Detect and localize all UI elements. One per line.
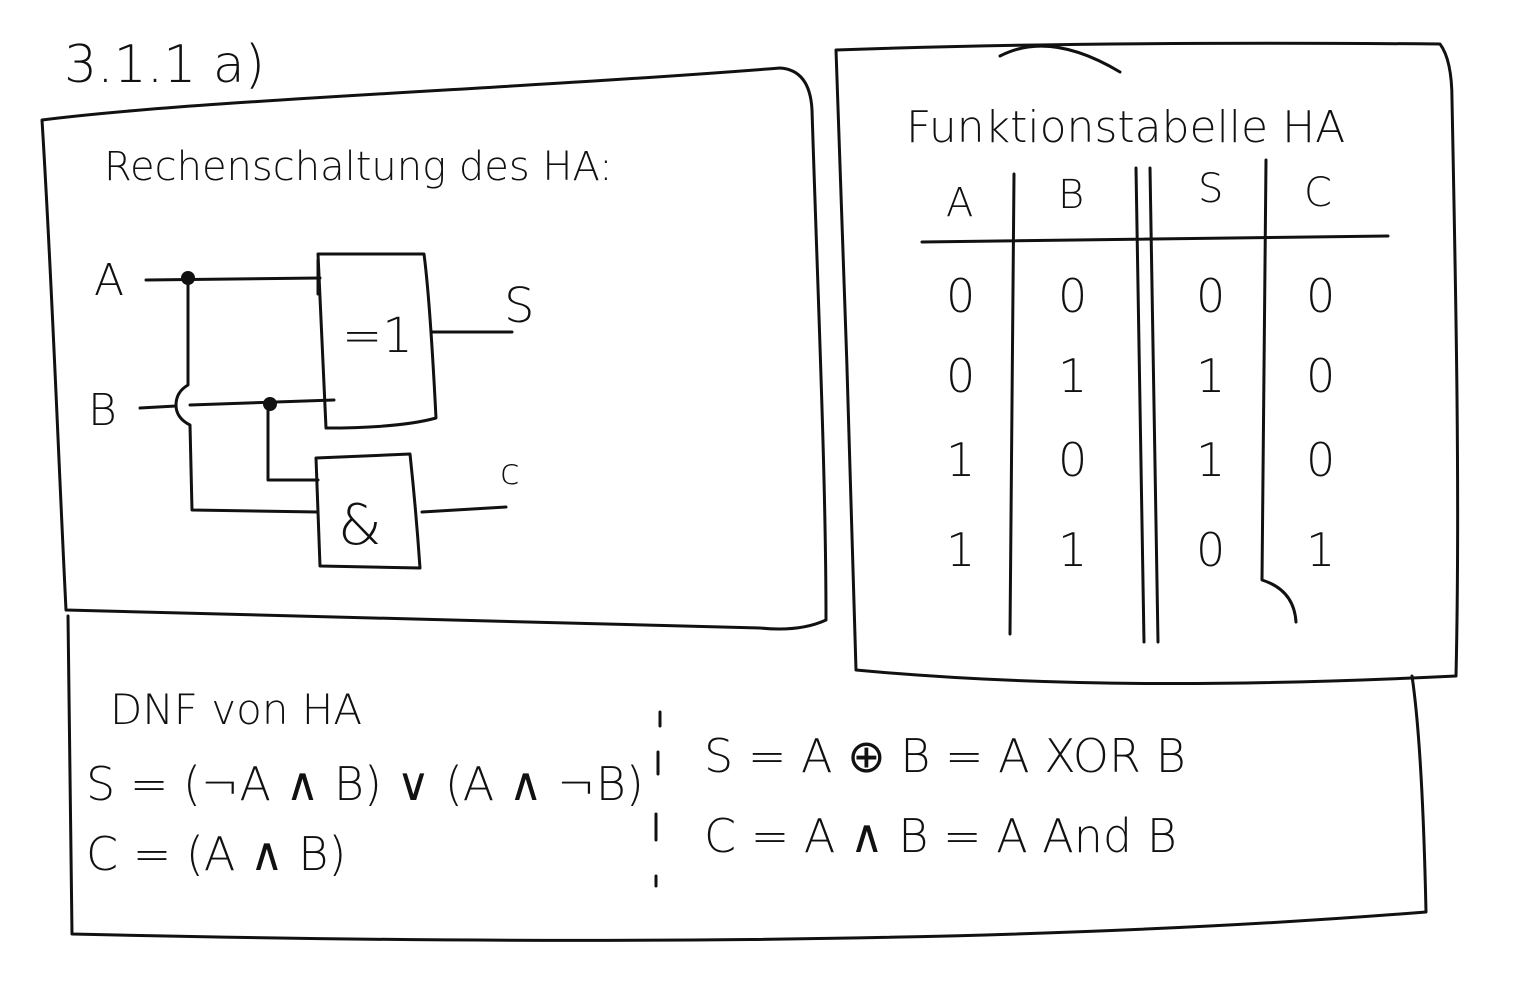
truth-table: A B S C 0 0 0 0 0 1 1 0 1 0 1 0 1 1 0 1 — [920, 158, 1390, 644]
xor-formula: S = A ⊕ B = A XOR B — [704, 729, 1186, 783]
truth-table-cell-s-row-4: 0 — [1196, 523, 1225, 577]
junction-dot-b — [263, 397, 277, 411]
truth-table-cell-s-row-3: 1 — [1196, 433, 1225, 487]
truth-table-header-b: B — [1058, 172, 1084, 218]
truth-table-header-c: C — [1304, 170, 1332, 216]
truth-table-panel-scribble — [998, 44, 1122, 74]
and-gate-symbol: & — [338, 493, 382, 558]
dnf-carry-formula: C = (A ∧ B) — [86, 827, 346, 881]
page-heading: 3.1.1 a) — [64, 35, 265, 95]
truth-table-cell-s-row-1: 0 — [1196, 269, 1225, 323]
dnf-divider — [654, 710, 662, 888]
truth-table-cell-c-row-2: 0 — [1306, 349, 1335, 403]
dnf-panel-border — [66, 614, 1428, 942]
output-label-c: c — [500, 452, 520, 493]
circuit-wires — [138, 258, 514, 514]
truth-table-title: Funktionstabelle HA — [906, 102, 1345, 153]
dnf-sum-formula: S = (¬A ∧ B) ∨ (A ∧ ¬B) — [86, 757, 644, 811]
circuit-panel-border — [40, 66, 828, 631]
truth-table-cell-c-row-4: 1 — [1306, 523, 1335, 577]
truth-table-cell-a-row-3: 1 — [946, 433, 975, 487]
and-gate: & — [314, 452, 422, 570]
and-formula: C = A ∧ B = A And B — [704, 809, 1177, 863]
truth-table-cell-b-row-3: 0 — [1058, 433, 1087, 487]
xor-gate: =1 — [316, 252, 438, 430]
truth-table-cell-b-row-1: 0 — [1058, 269, 1087, 323]
output-label-s: S — [504, 278, 534, 334]
truth-table-cell-a-row-4: 1 — [946, 523, 975, 577]
truth-table-cell-b-row-4: 1 — [1058, 523, 1087, 577]
truth-table-cell-c-row-1: 0 — [1306, 269, 1335, 323]
truth-table-grid — [920, 158, 1390, 644]
input-label-b: B — [88, 385, 117, 436]
truth-table-header-s: S — [1198, 166, 1223, 212]
circuit-title: Rechenschaltung des HA: — [104, 144, 613, 190]
truth-table-cell-a-row-1: 0 — [946, 269, 975, 323]
truth-table-header-a: A — [946, 180, 973, 226]
xor-gate-symbol: =1 — [342, 308, 413, 364]
truth-table-panel-border — [834, 41, 1460, 686]
truth-table-body: 0 0 0 0 0 1 1 0 1 0 1 0 1 1 0 1 — [946, 269, 1335, 577]
truth-table-cell-a-row-2: 0 — [946, 349, 975, 403]
junction-dot-a — [181, 271, 195, 285]
truth-table-cell-s-row-2: 1 — [1196, 349, 1225, 403]
truth-table-cell-c-row-3: 0 — [1306, 433, 1335, 487]
dnf-title: DNF von HA — [110, 685, 362, 734]
truth-table-cell-b-row-2: 1 — [1058, 349, 1087, 403]
input-label-a: A — [94, 255, 124, 306]
